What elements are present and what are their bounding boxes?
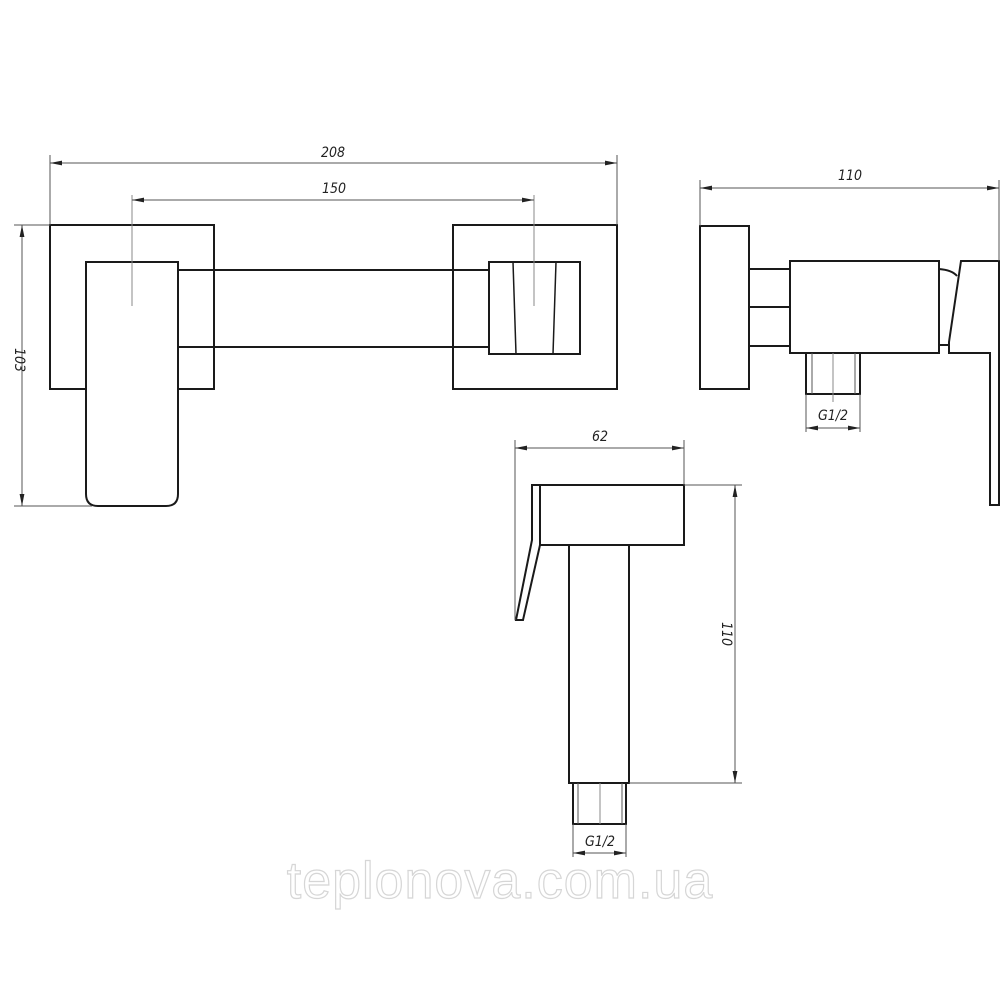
watermark: teplonova.com.ua (287, 852, 714, 910)
dimension-label-thread-shower: G1/2 (585, 834, 615, 850)
mixer-body-bar (177, 269, 491, 348)
side-mixer-body (789, 260, 940, 354)
dimension-label-150: 150 (322, 181, 346, 197)
dimension-label-208: 208 (321, 145, 345, 161)
hand-shower-view: 62 110 G1/2 (514, 429, 742, 857)
dimension-label-110-shower: 110 (718, 622, 734, 646)
mixer-handle (85, 261, 179, 507)
side-wall-plate (699, 225, 750, 390)
shower-trigger (514, 484, 541, 621)
front-view: 208 150 103 (11, 145, 618, 507)
dimension-label-thread-side: G1/2 (818, 408, 848, 424)
right-wall-plate (452, 224, 618, 390)
side-view: 110 G1/2 (699, 168, 1000, 506)
side-handle (948, 260, 1000, 506)
shower-tube (568, 544, 630, 784)
dimension-label-103: 103 (11, 348, 27, 372)
dimension-label-62: 62 (592, 429, 608, 445)
shower-head (539, 484, 685, 546)
dimension-label-110-side: 110 (838, 168, 862, 184)
